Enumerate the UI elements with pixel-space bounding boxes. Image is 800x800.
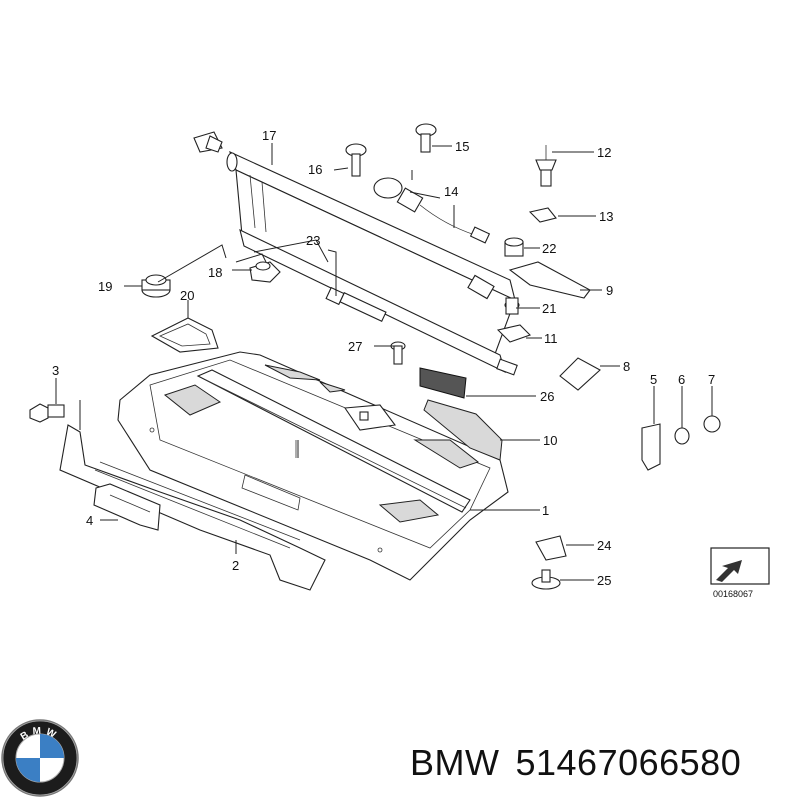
callout-18: 18	[208, 265, 222, 280]
spring-part	[504, 297, 520, 315]
felt-strip	[423, 399, 503, 461]
callout-21: 21	[542, 301, 556, 316]
cap-24	[535, 535, 567, 561]
actuator-cable	[373, 177, 491, 244]
retainer-clip	[496, 324, 532, 343]
callout-8: 8	[623, 359, 630, 374]
expanding-clip	[29, 403, 65, 423]
callout-5: 5	[650, 372, 657, 387]
support-bracket	[508, 261, 591, 299]
part-caption: BMW 51467066580	[410, 742, 790, 786]
grommet-part	[141, 274, 171, 298]
callout-1: 1	[542, 503, 549, 518]
mount-plate	[559, 357, 601, 391]
callout-27: 27	[348, 339, 362, 354]
callout-10: 10	[543, 433, 557, 448]
push-clip	[535, 145, 557, 187]
bolt-part	[415, 123, 437, 153]
callout-numbers: 17 16 15 14 12 13 22 9 21 11 8 26 10 1 2…	[52, 128, 715, 588]
nut-part	[249, 261, 281, 283]
callout-17: 17	[262, 128, 276, 143]
callout-16: 16	[308, 162, 322, 177]
callout-12: 12	[597, 145, 611, 160]
screw-part	[345, 143, 367, 177]
callout-6: 6	[678, 372, 685, 387]
callout-4: 4	[86, 513, 93, 528]
plug-7	[703, 415, 721, 433]
callout-9: 9	[606, 283, 613, 298]
callout-13: 13	[599, 209, 613, 224]
callout-3: 3	[52, 363, 59, 378]
reference-code: 00168067	[713, 589, 753, 599]
cover-part	[150, 317, 219, 353]
callout-14: 14	[444, 184, 458, 199]
washer-6	[674, 427, 690, 445]
foam-pad	[419, 367, 467, 399]
bmw-logo: BMW	[1, 719, 79, 797]
callout-19: 19	[98, 279, 112, 294]
callout-7: 7	[708, 372, 715, 387]
callout-24: 24	[597, 538, 611, 553]
cage-nut	[504, 237, 524, 257]
part-number: 51467066580	[515, 742, 742, 783]
callout-25: 25	[597, 573, 611, 588]
stud-25	[531, 569, 561, 590]
callout-26: 26	[540, 389, 554, 404]
callout-23: 23	[306, 233, 320, 248]
callout-20: 20	[180, 288, 194, 303]
callout-11: 11	[544, 331, 558, 346]
screw-part-27	[390, 341, 406, 365]
roller-blind-assembly	[193, 131, 518, 376]
spring-clip	[528, 207, 557, 223]
leader-lines	[55, 143, 713, 581]
callout-2: 2	[232, 558, 239, 573]
callout-15: 15	[455, 139, 469, 154]
brand-name: BMW	[410, 742, 500, 783]
reference-box: 00168067	[710, 547, 770, 599]
callout-22: 22	[542, 241, 556, 256]
side-clip-5	[641, 423, 661, 471]
